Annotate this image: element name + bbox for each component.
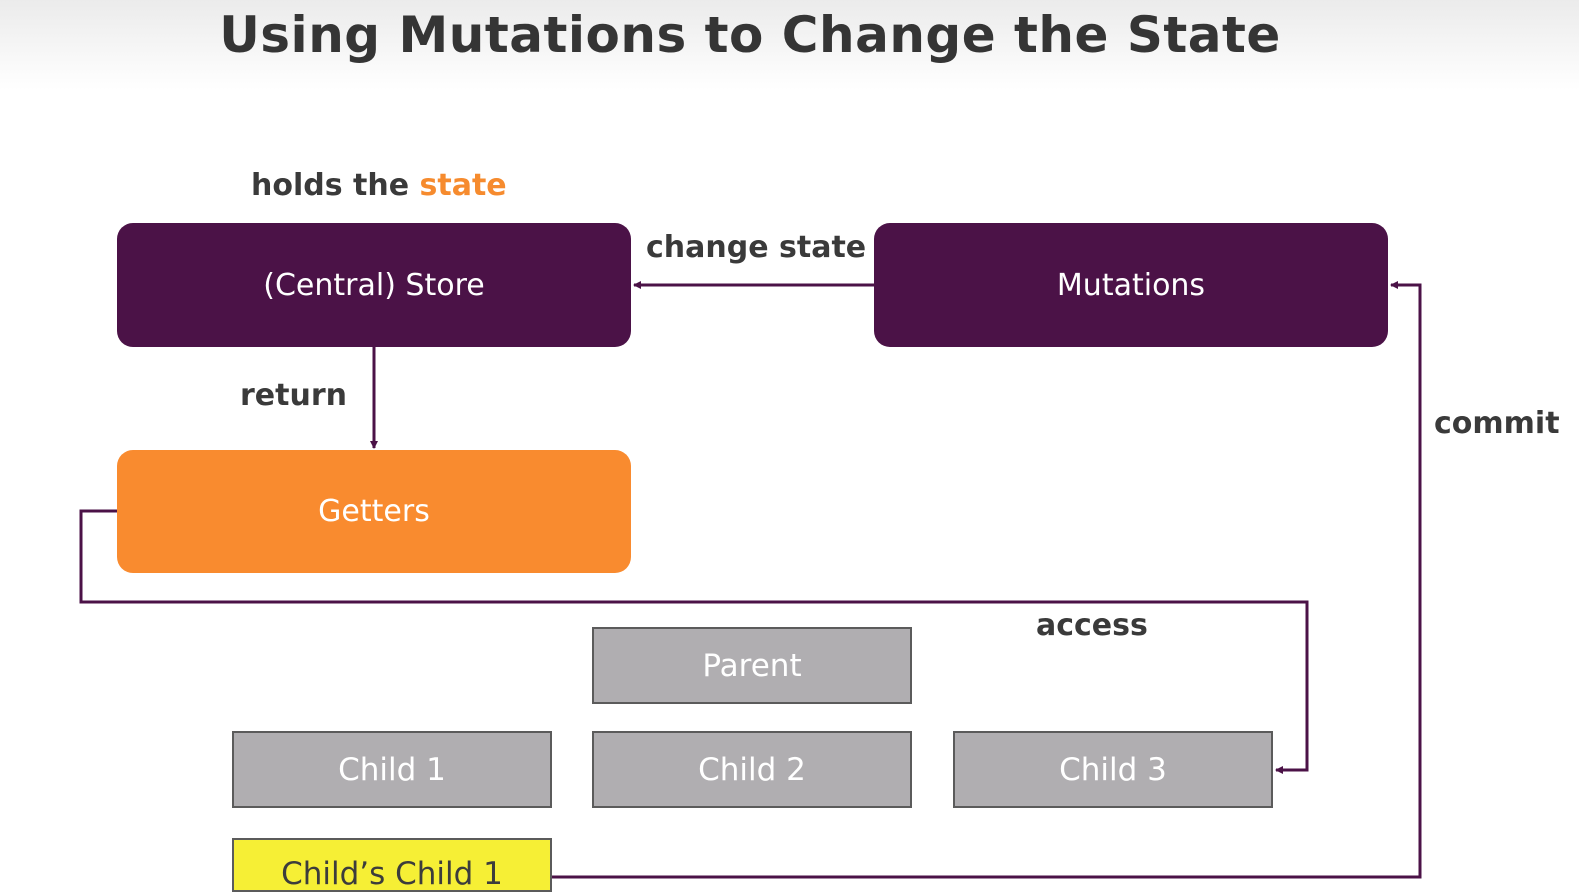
getters-node: Getters xyxy=(117,450,631,573)
parent-node: Parent xyxy=(592,627,912,704)
page-title: Using Mutations to Change the State xyxy=(219,6,1281,64)
child2-node: Child 2 xyxy=(592,731,912,808)
mutations-node: Mutations xyxy=(874,223,1388,347)
child1-node: Child 1 xyxy=(232,731,552,808)
child3-node: Child 3 xyxy=(953,731,1273,808)
holds-state-accent: state xyxy=(419,168,507,203)
access-label: access xyxy=(1036,608,1148,643)
holds-state-label: holds the state xyxy=(251,168,507,203)
commit-label: commit xyxy=(1434,406,1560,441)
change-state-label: change state xyxy=(646,230,867,265)
getters-to-child3-arrow xyxy=(79,509,1309,774)
child-commit-to-mutations-arrow xyxy=(552,281,1422,879)
return-label: return xyxy=(240,378,347,413)
holds-state-prefix: holds the xyxy=(251,168,420,203)
header-background xyxy=(0,0,1579,90)
childs-child1-node: Child’s Child 1 xyxy=(232,838,552,892)
central-store-node: (Central) Store xyxy=(117,223,631,347)
